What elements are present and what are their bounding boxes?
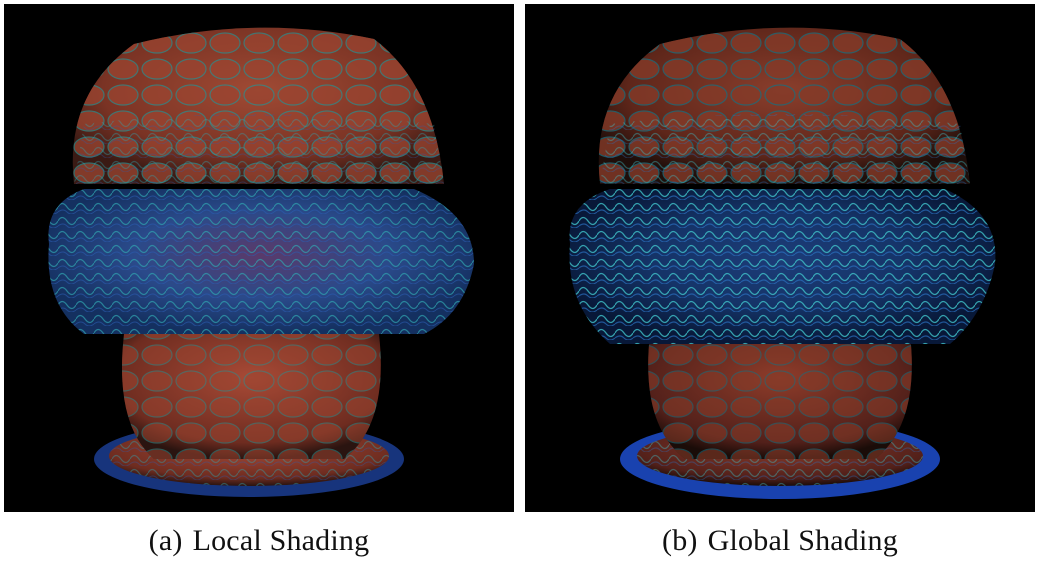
caption-local-shading: (a) Local Shading <box>4 524 514 558</box>
caption-label: Local Shading <box>192 524 370 557</box>
caption-global-shading: (b) Global Shading <box>525 524 1035 558</box>
volume-render-local <box>4 4 514 512</box>
volume-render-global <box>525 4 1035 512</box>
caption-tag: (b) <box>662 524 698 557</box>
caption-tag: (a) <box>148 524 183 557</box>
panel-global-shading <box>525 4 1035 512</box>
panel-local-shading <box>4 4 514 512</box>
caption-label: Global Shading <box>707 524 898 557</box>
